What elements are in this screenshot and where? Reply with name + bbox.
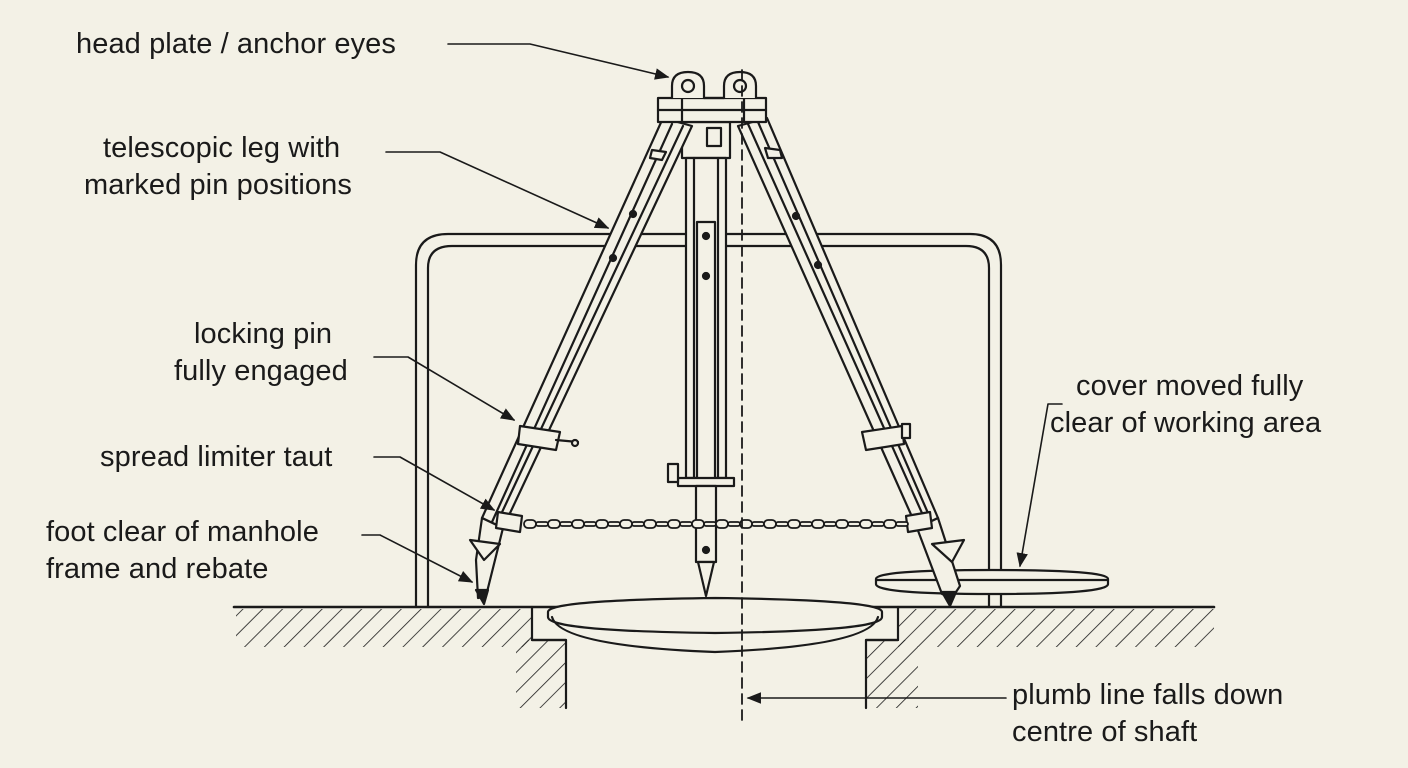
label-telescopic-leg-line-2: marked pin positions [84, 169, 352, 201]
leader-head-plate [447, 43, 670, 80]
leader-locking-pin [373, 356, 516, 421]
chain-link [703, 521, 717, 527]
label-plumb-line-line-2: centre of shaft [1012, 716, 1198, 748]
leader-cover [1016, 403, 1063, 568]
manhole-opening [546, 596, 884, 654]
chain-link [643, 519, 657, 529]
chain-link [655, 521, 669, 527]
ground-hatching [236, 609, 1214, 708]
chain-link [679, 521, 693, 527]
label-cover-moved-line-1: cover moved fully [1076, 370, 1304, 402]
chain-link [631, 521, 645, 527]
label-spread-limiter: spread limiter taut [100, 441, 333, 473]
leader-telescopic-leg [385, 151, 610, 229]
chain-link [895, 521, 909, 527]
chain-link [535, 521, 549, 527]
label-foot-clear: foot clear of manhole frame and rebate [46, 514, 319, 588]
chain-link [715, 519, 729, 529]
chain-link [751, 521, 765, 527]
label-locking-pin-line-1: locking pin [194, 318, 333, 350]
chain-link [595, 519, 609, 529]
label-head-plate: head plate / anchor eyes [76, 28, 397, 60]
chain-link [871, 521, 885, 527]
chain-link [559, 521, 573, 527]
leader-spread-limiter [373, 456, 496, 511]
label-locking-pin-line-2: fully engaged [174, 355, 348, 387]
chain-link [811, 519, 825, 529]
head-plate [656, 70, 768, 124]
label-telescopic-leg-line-1: telescopic leg with [103, 132, 341, 164]
leader-lines [361, 43, 1063, 704]
chain-link [799, 521, 813, 527]
chain-link [691, 519, 705, 529]
chain-link [727, 521, 741, 527]
label-telescopic-leg: telescopic leg with marked pin positions [84, 130, 352, 204]
chain-link [775, 521, 789, 527]
label-foot-clear-line-2: frame and rebate [46, 553, 269, 585]
label-cover-moved: cover moved fully clear of working area [1050, 368, 1321, 442]
manhole-cover [874, 568, 1110, 596]
chain-link [583, 521, 597, 527]
label-locking-pin: locking pin fully engaged [174, 316, 348, 390]
locking-pin-clamps [516, 422, 912, 452]
right-leg [736, 116, 966, 608]
chain-link [547, 519, 561, 529]
label-foot-clear-line-1: foot clear of manhole [46, 516, 319, 548]
chain-link [823, 521, 837, 527]
chain-link [607, 521, 621, 527]
chain-link [523, 519, 537, 529]
chain-link [787, 519, 801, 529]
centre-leg [666, 120, 736, 598]
chain-link [763, 519, 777, 529]
leader-foot-clear [361, 534, 474, 583]
label-plumb-line-line-1: plumb line falls down [1012, 679, 1284, 711]
spread-limiter-chain [523, 519, 909, 529]
chain-link [883, 519, 897, 529]
spread-limiter-collars [494, 510, 934, 534]
chain-link [847, 521, 861, 527]
label-plumb-line: plumb line falls down centre of shaft [1012, 677, 1283, 751]
manhole-frame [530, 605, 900, 710]
chain-link [835, 519, 849, 529]
chain-link [859, 519, 873, 529]
chain-link [619, 519, 633, 529]
chain-link [571, 519, 585, 529]
label-cover-moved-line-2: clear of working area [1050, 407, 1322, 439]
chain-link [667, 519, 681, 529]
left-leg [468, 116, 694, 606]
